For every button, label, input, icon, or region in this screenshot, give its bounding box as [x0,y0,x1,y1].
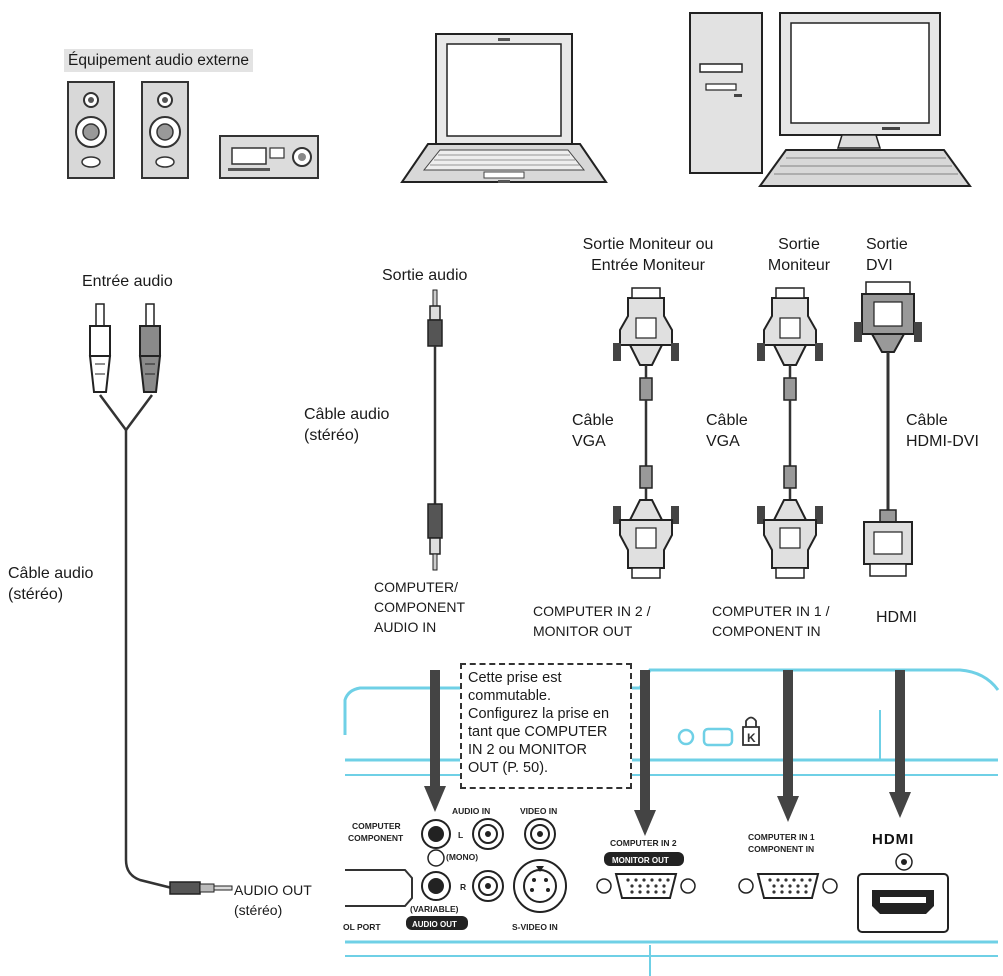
audio-out-line-2: (stéréo) [234,902,283,918]
note-line-1: Cette prise est [468,670,562,686]
sortie-dvi-line-1: Sortie [866,236,908,253]
sortie-moniteur-line-2: Moniteur [767,257,831,274]
variable-label: (VARIABLE) [410,904,459,914]
note-line-3: Configurez la prise en [468,706,610,722]
ci1-line-2: COMPONENT IN [712,623,821,639]
sortie-moniteur-ou-line-1: Sortie Moniteur ou [582,236,714,253]
sortie-moniteur-label: Sortie Moniteur [752,234,846,276]
stereo-audio-cable [427,289,443,571]
cable-audio-2-line-a: Câble audio [8,565,94,582]
l-label: L [458,830,463,840]
video-in-label: VIDEO IN [520,806,557,816]
desktop-computer-icon [689,12,972,187]
kensington-lock-icon: K [742,716,760,746]
sortie-moniteur-ou-line-2: Entrée Moniteur [591,257,705,274]
external-audio-title: Équipement audio externe [64,49,253,72]
note-line-6: OUT (P. 50). [468,760,549,776]
arrow-computer-in-2 [634,670,656,836]
switchable-port-note: Cette prise est commutable. Configurez l… [460,663,632,789]
cc-audio-in-line-1: COMPUTER/ [374,579,458,595]
rca-plug-red-icon [138,303,162,393]
cable-vga-b-line-1: Câble [706,412,748,429]
computer-component-audio-in-label: COMPUTER/ COMPONENT AUDIO IN [374,577,465,637]
ol-port-label: OL PORT [343,922,381,932]
computer-component-label-2: COMPONENT [348,833,404,843]
sortie-moniteur-line-1: Sortie [778,236,820,253]
vga-port-2-icon [596,873,696,899]
rca-plug-white-icon [88,303,112,393]
vga-cable-a [613,287,679,579]
arrow-audio-in [424,670,446,812]
arrow-hdmi [889,670,911,818]
audio-out-line-1: AUDIO OUT [234,882,312,898]
ci2-line-2: MONITOR OUT [533,623,633,639]
cable-vga-b-line-2: VGA [706,433,740,450]
cable-hdmi-dvi-label: Câble HDMI-DVI [906,410,979,452]
note-line-5: IN 2 ou MONITOR [468,742,587,758]
computer-in-1-label: COMPUTER IN 1 [748,832,815,842]
note-line-4: tant que COMPUTER [468,724,608,740]
cable-vga-label-a: Câble VGA [572,410,614,452]
speaker-right-icon [141,81,189,179]
vga-port-1-icon [738,873,838,899]
cable-audio-stereo-label-2: Câble audio (stéréo) [8,563,93,605]
sortie-moniteur-ou-label: Sortie Moniteur ou Entrée Moniteur [560,234,736,276]
sortie-audio-label: Sortie audio [382,267,468,284]
rca-cable [98,394,173,890]
cable-audio-line-b: (stéréo) [304,427,360,444]
cable-audio-2-line-b: (stéréo) [8,586,64,603]
hdmi-logo: HDMI [872,831,914,848]
audio-out-badge: AUDIO OUT [412,920,457,929]
audio-in-label: AUDIO IN [452,806,490,816]
hdmi-dvi-cable [854,281,922,577]
speaker-left-icon [67,81,115,179]
cable-hdmi-dvi-line-2: HDMI-DVI [906,433,979,450]
amplifier-icon [219,135,319,179]
arrows [424,670,911,836]
computer-component-label-1: COMPUTER [352,821,401,831]
entree-audio-label: Entrée audio [82,273,173,290]
cable-hdmi-dvi-line-1: Câble [906,412,948,429]
hdmi-label: HDMI [876,609,917,626]
ci1-line-1: COMPUTER IN 1 / [712,603,830,619]
s-video-in-label: S-VIDEO IN [512,922,558,932]
cable-audio-stereo-label-1: Câble audio (stéréo) [304,404,389,446]
computer-in-1-component-in-label: COMPUTER IN 1 / COMPONENT IN [712,601,829,641]
note-line-2: commutable. [468,688,552,704]
cable-vga-a-line-2: VGA [572,433,606,450]
sortie-dvi-line-2: DVI [866,257,893,274]
computer-in-2-label: COMPUTER IN 2 [610,838,677,848]
audio-out-label: AUDIO OUT (stéréo) [234,880,312,920]
computer-in-2-monitor-out-label: COMPUTER IN 2 / MONITOR OUT [533,601,650,641]
cable-audio-line-a: Câble audio [304,406,390,423]
cc-audio-in-line-3: AUDIO IN [374,619,437,635]
svg-text:K: K [747,731,756,745]
mini-jack-audio-out-icon [169,881,233,895]
component-in-label: COMPONENT IN [748,844,814,854]
monitor-out-badge: MONITOR OUT [612,856,669,865]
ports-panel: OL PORT COMPUTER COMPONENT (MONO) (VARIA… [343,806,949,933]
cable-vga-label-b: Câble VGA [706,410,748,452]
cc-audio-in-line-2: COMPONENT [374,599,465,615]
vga-cable-b [757,287,823,579]
arrow-computer-in-1 [777,670,799,822]
cable-vga-a-line-1: Câble [572,412,614,429]
ci2-line-1: COMPUTER IN 2 / [533,603,651,619]
r-label: R [460,882,466,892]
laptop-icon [400,33,608,183]
mono-label: (MONO) [446,852,478,862]
sortie-dvi-label: Sortie DVI [866,234,908,276]
